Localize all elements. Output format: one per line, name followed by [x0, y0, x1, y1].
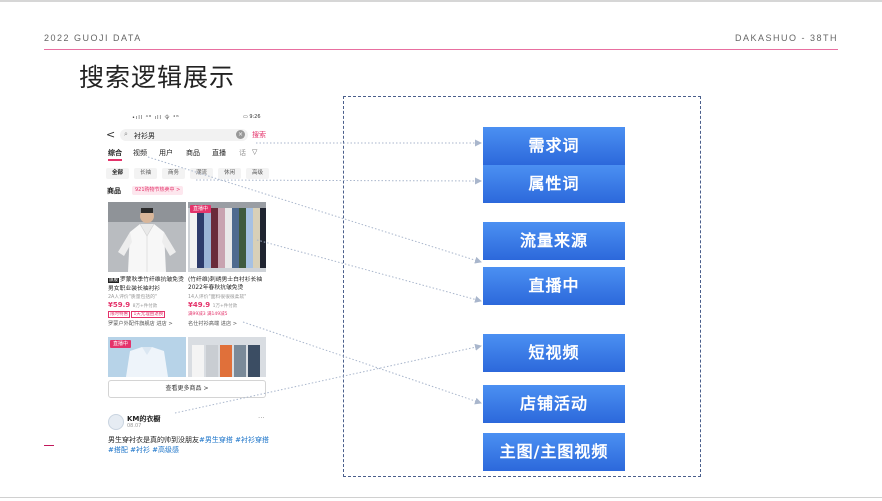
side-marker: [44, 445, 54, 446]
shop-link[interactable]: 名仕衬衫高端 进店 >: [188, 321, 238, 327]
shop-link[interactable]: 罗蒙户外配件旗舰店 进店 >: [108, 321, 173, 327]
clear-icon[interactable]: ×: [236, 130, 245, 139]
live-badge: 直播中: [190, 205, 212, 213]
live-badge: 直播中: [110, 340, 132, 348]
promo-tag: 1天无理由退换: [131, 311, 166, 318]
chip-casual[interactable]: 休闲: [218, 168, 241, 179]
section-title: 商品: [107, 187, 121, 195]
product-price: ¥59.9 8万+件付款: [108, 301, 157, 309]
keyword-live: 直播中: [483, 267, 625, 305]
keyword-traffic-source: 流量来源: [483, 222, 625, 260]
phone-screenshot: •ıll ⁴ᴳ ıll 令 ⁴ᴳ ▭ 9:26 < ⌕ 衬衫男 × 搜索 综合 …: [100, 110, 280, 462]
search-row: < ⌕ 衬衫男 × 搜索: [106, 128, 276, 142]
video-caption[interactable]: 男生穿衬衣是真的帅到没朋友#男生穿搭 #衬衫穿搭 #搭配 #衬衫 #高级感: [108, 435, 274, 455]
search-icon: ⌕: [124, 130, 128, 138]
chip-premium[interactable]: 高级: [246, 168, 269, 179]
product-promo: 限时特惠 1天无理由退换: [108, 311, 166, 318]
header-right-label: DAKASHUO - 38TH: [734, 33, 838, 43]
caption-text: 男生穿衬衣是真的帅到没朋友: [108, 436, 199, 444]
chip-all[interactable]: 全部: [106, 168, 129, 179]
tab-live[interactable]: 直播: [212, 149, 226, 157]
top-border: [0, 0, 882, 2]
section-badge[interactable]: 921购物节热卖中 >: [132, 186, 184, 195]
search-button[interactable]: 搜索: [252, 131, 266, 139]
flagship-badge: 旗舰: [108, 278, 119, 283]
signal-icon: •ıll ⁴ᴳ ıll 令 ⁴ᴳ: [132, 115, 180, 121]
keyword-demand: 需求词: [483, 127, 625, 165]
avatar[interactable]: [108, 414, 124, 430]
search-query: 衬衫男: [134, 132, 155, 140]
search-input[interactable]: ⌕ 衬衫男 ×: [120, 129, 248, 141]
caption-tags[interactable]: #男生穿搭 #衬衫穿搭 #搭配 #衬衫 #高级感: [108, 436, 269, 454]
video-author[interactable]: KM的衣橱 08.07 ···: [108, 412, 272, 432]
tab-goods[interactable]: 商品: [186, 149, 200, 157]
promo-tag: 满149减5: [207, 312, 228, 317]
product-thumbnail[interactable]: [188, 337, 266, 377]
product-title: (竹纤维)刺绣男士白衬衫长袖2022年春秋抗皱免烫: [188, 277, 263, 291]
filter-icon[interactable]: ▽: [252, 148, 258, 156]
promo-tag: 限时特惠: [108, 311, 130, 318]
tab-all[interactable]: 综合: [108, 148, 122, 161]
author-name[interactable]: KM的衣橱: [127, 415, 161, 423]
chip-long-sleeve[interactable]: 长袖: [134, 168, 157, 179]
view-more-button[interactable]: 查看更多商品 >: [108, 380, 266, 398]
keyword-attribute: 属性词: [483, 165, 625, 203]
more-icon[interactable]: ···: [258, 414, 265, 422]
post-date: 08.07: [127, 423, 142, 429]
price-value: ¥49.9: [188, 301, 211, 309]
tab-topic[interactable]: 话: [239, 149, 246, 157]
sold-count: 1万+件付款: [212, 304, 238, 309]
sold-count: 8万+件付款: [132, 304, 158, 309]
result-tabs: 综合 视频 用户 商品 直播 话 ▽: [108, 148, 276, 161]
tab-video[interactable]: 视频: [133, 149, 147, 157]
product-image: [108, 202, 186, 272]
product-image: 直播中: [188, 202, 266, 272]
price-value: ¥59.9: [108, 301, 131, 309]
product-thumbnail[interactable]: 直播中: [108, 337, 186, 377]
promo-tag: 满99减3: [188, 312, 206, 317]
filter-chips: 全部 长袖 商务 潮流 休闲 高级: [106, 168, 278, 180]
battery-time: ▭ 9:26: [243, 114, 261, 120]
product-promo: 满99减3 满149减5: [188, 311, 227, 317]
chip-business[interactable]: 商务: [162, 168, 185, 179]
tab-user[interactable]: 用户: [159, 149, 173, 157]
page-title: 搜索逻辑展示: [79, 63, 236, 92]
product-title: 旗舰罗蒙秋季竹纤维抗皱免烫男女职业装长袖衬衫: [108, 276, 186, 293]
product-price: ¥49.9 1万+件付款: [188, 301, 237, 309]
keyword-short-video: 短视频: [483, 334, 625, 372]
product-title-text: 罗蒙秋季竹纤维抗皱免烫男女职业装长袖衬衫: [108, 277, 184, 292]
keyword-shop-activity: 店铺活动: [483, 385, 625, 423]
header-left-label: 2022 GUOJI DATA: [44, 33, 142, 43]
status-bar: •ıll ⁴ᴳ ıll 令 ⁴ᴳ ▭ 9:26: [100, 114, 280, 122]
keyword-main-image: 主图/主图视频: [483, 433, 625, 471]
back-icon[interactable]: <: [106, 128, 116, 141]
bottom-border: [0, 497, 882, 498]
chip-trend[interactable]: 潮流: [190, 168, 213, 179]
product-review: 14人评价"面料很很很柔软": [188, 295, 247, 300]
product-review: 2A人评价"质量包括的": [108, 295, 158, 300]
header-divider: [44, 49, 838, 50]
